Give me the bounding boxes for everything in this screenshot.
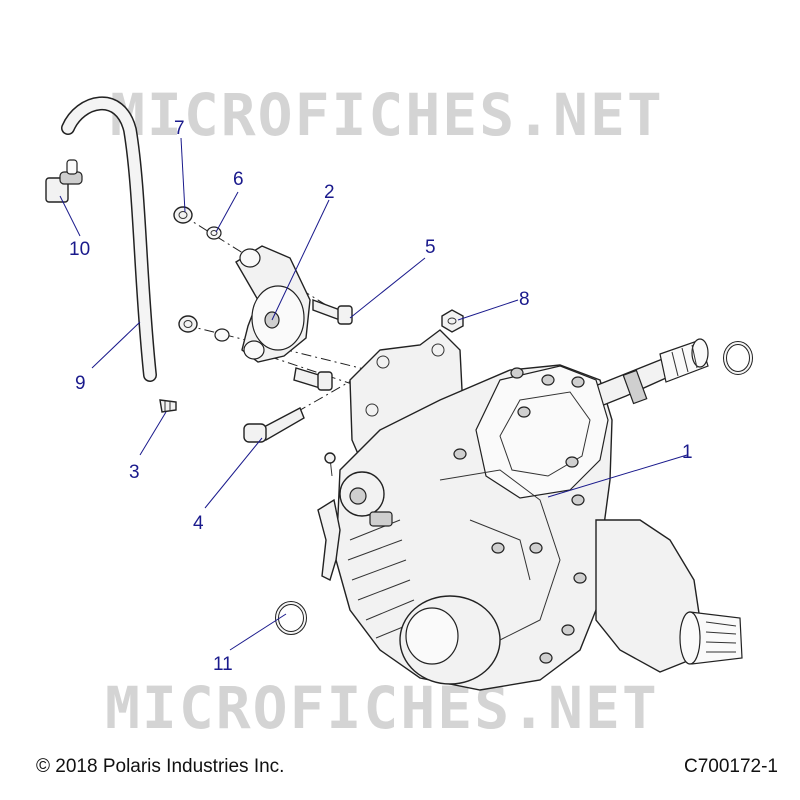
sensor-housing: [235, 245, 311, 363]
washer-lower: [214, 328, 230, 342]
bolt-4: [243, 407, 305, 443]
callout-9: 9: [75, 373, 86, 394]
callout-6: 6: [233, 169, 244, 190]
connector-fitting: [45, 159, 83, 203]
callout-2: 2: [324, 182, 335, 203]
transmission-assembly: [317, 329, 743, 691]
washer-6: [206, 226, 222, 240]
callout-4: 4: [193, 513, 204, 534]
callout-5: 5: [425, 237, 436, 258]
leader-lines: [59, 137, 688, 651]
shift-actuator: [317, 452, 393, 581]
o-ring-right: [723, 341, 753, 375]
callout-8: 8: [519, 289, 530, 310]
callout-7: 7: [174, 118, 185, 139]
callout-1: 1: [682, 442, 693, 463]
callout-3: 3: [129, 462, 140, 483]
nut-8: [441, 309, 464, 333]
watermark-bottom: MICROFICHES.NET: [105, 674, 659, 742]
copyright-text: © 2018 Polaris Industries Inc.: [36, 756, 285, 777]
o-ring-11: [275, 601, 307, 635]
bolt-5: [312, 298, 353, 325]
callout-numbers: 1 2 3 4 5 6 7 8 9 10 11: [69, 118, 693, 675]
clip-3: [159, 399, 177, 413]
output-spline-lower: [705, 621, 737, 653]
watermark-top: MICROFICHES.NET: [110, 81, 664, 149]
nut-7: [173, 206, 193, 224]
case-bolts: [453, 367, 587, 664]
callout-10: 10: [69, 239, 90, 260]
input-shaft: [589, 338, 709, 409]
bolt-lower: [293, 367, 333, 391]
nut-lower: [178, 315, 198, 333]
hose: [61, 96, 157, 382]
figure-id: C700172-1: [683, 756, 778, 777]
callout-11: 11: [213, 654, 233, 675]
